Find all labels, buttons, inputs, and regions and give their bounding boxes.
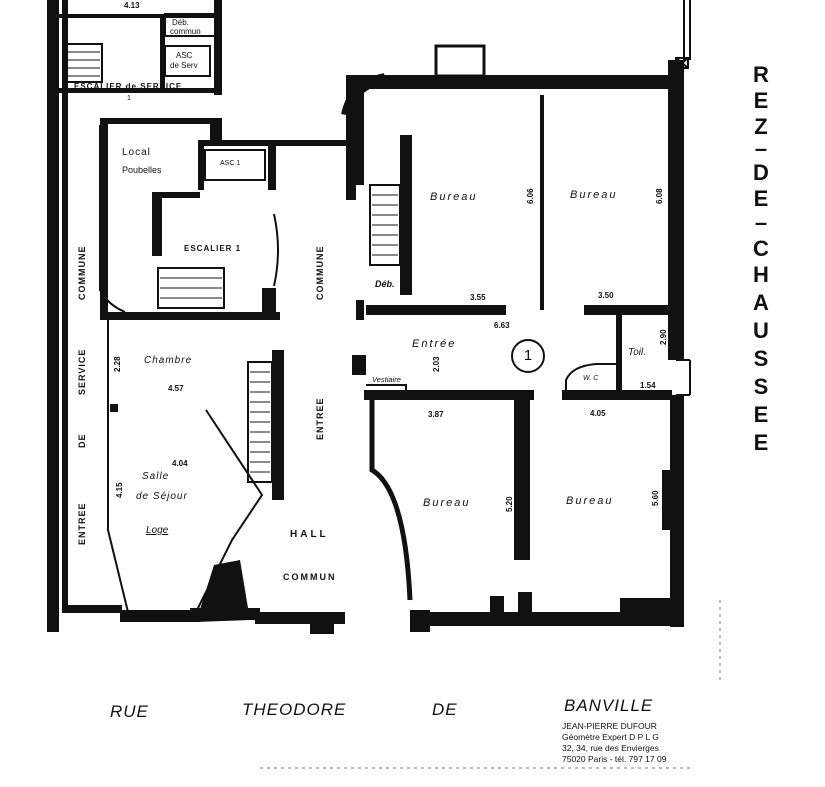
dim-290: 2.90 bbox=[659, 329, 668, 345]
title-letter-9: H bbox=[753, 262, 769, 287]
room-hall: HALL bbox=[290, 529, 329, 540]
dim-387: 3.87 bbox=[428, 410, 444, 419]
room-poubelles: Poubelles bbox=[122, 165, 162, 175]
deb-label-1: Déb. bbox=[172, 18, 189, 27]
dim-228: 2.28 bbox=[113, 356, 122, 372]
room-deb: Déb. bbox=[375, 279, 395, 289]
title-letter-7: – bbox=[754, 210, 768, 235]
title-letter-15: E bbox=[753, 430, 769, 455]
room-local: Local bbox=[122, 147, 151, 158]
room-entree-commune-1: ENTREE bbox=[315, 397, 325, 440]
room-commun: COMMUN bbox=[283, 572, 337, 582]
street-word-rue: RUE bbox=[110, 702, 149, 721]
room-asc1: ASC 1 bbox=[220, 160, 241, 167]
dim-350: 3.50 bbox=[598, 291, 614, 300]
title-letter-1: R bbox=[753, 62, 769, 87]
room-chambre: Chambre bbox=[144, 355, 193, 366]
dim-154: 1.54 bbox=[640, 381, 656, 390]
title-letter-2: E bbox=[753, 88, 769, 113]
left-strip-de: DE bbox=[77, 433, 87, 448]
room-bureau-bottom-left: Bureau bbox=[423, 497, 471, 509]
stamp-line-4: 75020 Paris - tél. 797 17 09 bbox=[562, 754, 667, 764]
dim-457: 4.57 bbox=[168, 384, 184, 393]
left-strip-entree: ENTREE bbox=[77, 502, 87, 545]
dim-top: 4.13 bbox=[124, 1, 140, 10]
room-bureau-bottom-right: Bureau bbox=[566, 495, 614, 507]
unit-number-circle: 1 bbox=[511, 339, 545, 373]
title-letter-4: – bbox=[754, 136, 768, 161]
deb-label-2: commun bbox=[170, 27, 201, 36]
escalier-service-number: 1 bbox=[127, 95, 131, 102]
title-letter-3: Z bbox=[754, 114, 768, 139]
stamp-line-3: 32, 34, rue des Envierges bbox=[562, 743, 659, 753]
escalier-service-label: ESCALIER de SERVICE bbox=[74, 82, 183, 91]
left-outer-wall bbox=[47, 0, 59, 632]
room-bureau-top-left: Bureau bbox=[430, 191, 478, 203]
stamp-line-2: Géomètre Expert D P L G bbox=[562, 732, 659, 742]
left-strip-commune: COMMUNE bbox=[77, 245, 87, 301]
dim-355: 3.55 bbox=[470, 293, 486, 302]
title-letter-6: E bbox=[753, 186, 769, 211]
room-toilette: Toil. bbox=[628, 347, 646, 358]
street-word-de: DE bbox=[432, 700, 458, 719]
dim-608: 6.08 bbox=[655, 188, 664, 204]
title-letter-8: C bbox=[753, 236, 769, 261]
room-bureau-top-right: Bureau bbox=[570, 189, 618, 201]
room-wc: W. C bbox=[583, 375, 599, 382]
title-letter-12: S bbox=[753, 346, 769, 371]
dim-415: 4.15 bbox=[115, 482, 124, 498]
title-letter-5: D bbox=[753, 160, 769, 185]
title-letter-11: U bbox=[753, 318, 769, 343]
room-de-sejour: de Séjour bbox=[136, 491, 188, 502]
room-loge: Loge bbox=[146, 525, 169, 536]
dim-203: 2.03 bbox=[432, 356, 441, 372]
dim-520: 5.20 bbox=[505, 496, 514, 512]
stamp-line-1: JEAN-PIERRE DUFOUR bbox=[562, 721, 657, 731]
street-word-banville: BANVILLE bbox=[564, 696, 654, 715]
street-word-theodore: THEODORE bbox=[242, 700, 347, 719]
title-letter-14: E bbox=[753, 402, 769, 427]
title-letter-10: A bbox=[753, 290, 769, 315]
left-strip-service: SERVICE bbox=[77, 348, 87, 395]
asc-service-label-1: ASC bbox=[176, 51, 193, 60]
room-vestiaire: Vestiaire bbox=[372, 375, 401, 384]
room-entree-commune-2: COMMUNE bbox=[315, 245, 325, 301]
room-salle: Salle bbox=[142, 471, 170, 482]
dim-606: 6.06 bbox=[526, 188, 535, 204]
dim-404: 4.04 bbox=[172, 459, 188, 468]
title-letter-13: S bbox=[753, 374, 769, 399]
dim-405: 4.05 bbox=[590, 409, 606, 418]
room-escalier1: ESCALIER 1 bbox=[184, 244, 242, 253]
room-entree: Entrée bbox=[412, 338, 457, 350]
dim-560: 5.60 bbox=[651, 490, 660, 506]
asc-service-label-2: de Serv bbox=[170, 61, 198, 70]
dim-663: 6.63 bbox=[494, 321, 510, 330]
